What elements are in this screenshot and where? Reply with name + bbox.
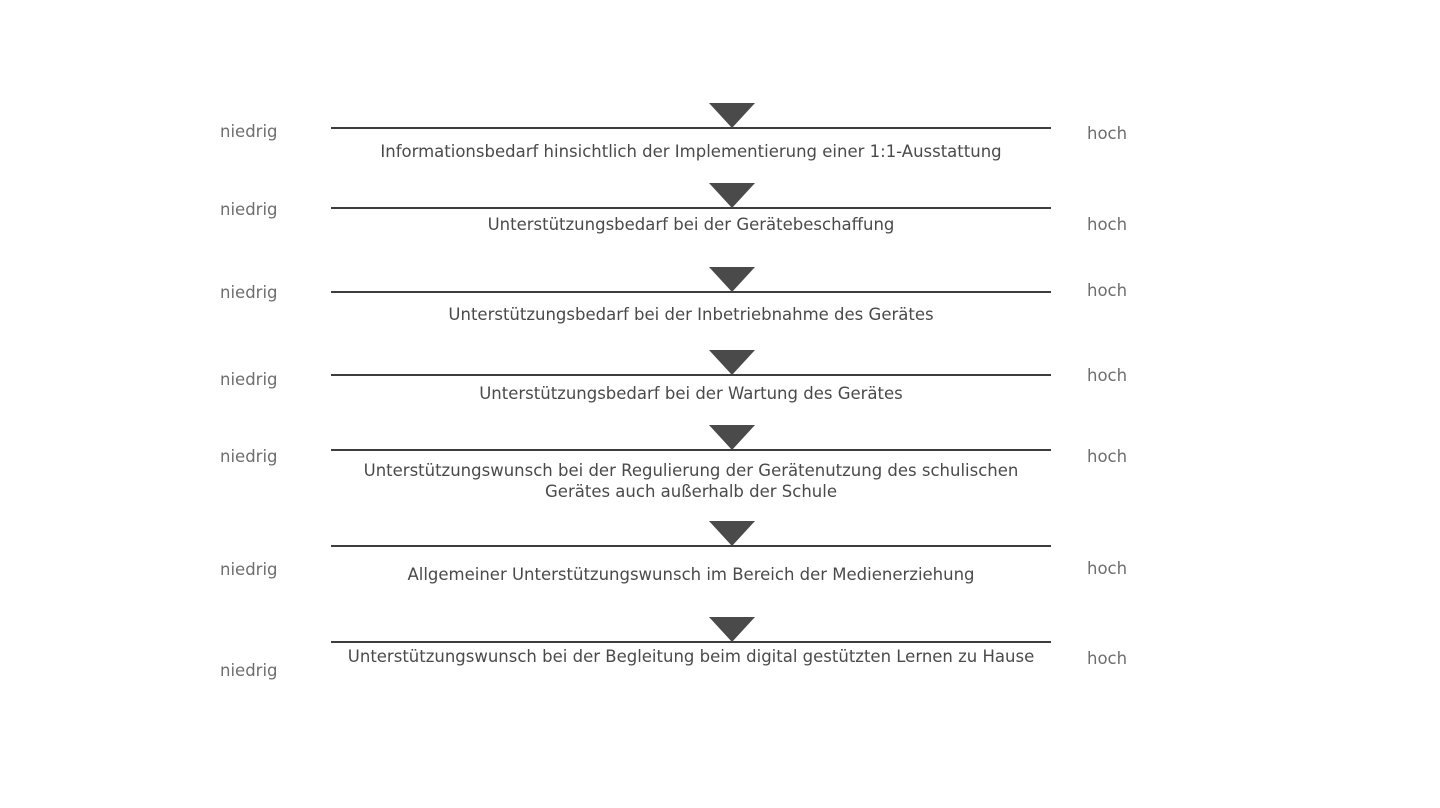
scale-high-label: hoch <box>1087 215 1128 234</box>
scale-marker-triangle-icon[interactable] <box>709 521 756 546</box>
scale-marker-triangle-icon[interactable] <box>709 267 756 292</box>
scale-low-label: niedrig <box>220 283 278 302</box>
scale-item-caption: Unterstützungsbedarf bei der Wartung des… <box>479 384 903 403</box>
scale-axis-line <box>331 127 1051 129</box>
scale-low-label: niedrig <box>220 200 278 219</box>
scale-low-label: niedrig <box>220 370 278 389</box>
scale-item-caption: Unterstützungswunsch bei der Begleitung … <box>347 647 1035 666</box>
scale-axis-line <box>331 374 1051 376</box>
scale-marker-triangle-icon[interactable] <box>709 425 756 450</box>
scale-axis-line <box>331 207 1051 209</box>
scale-marker-triangle-icon[interactable] <box>709 103 756 128</box>
scale-item-caption: Informationsbedarf hinsichtlich der Impl… <box>380 142 1002 161</box>
scale-marker-triangle-icon[interactable] <box>709 183 756 208</box>
scale-item-caption: Unterstützungsbedarf bei der Gerätebesch… <box>487 215 895 234</box>
scale-low-label: niedrig <box>220 661 278 680</box>
scale-item-caption: Unterstützungsbedarf bei der Inbetriebna… <box>448 305 934 324</box>
scale-high-label: hoch <box>1087 366 1128 385</box>
scale-high-label: hoch <box>1087 559 1128 578</box>
scale-item-caption: Unterstützungswunsch bei der Regulierung… <box>363 461 1019 501</box>
scale-high-label: hoch <box>1087 124 1128 143</box>
scale-low-label: niedrig <box>220 122 278 141</box>
scale-axis-line <box>331 449 1051 451</box>
scale-item-caption: Allgemeiner Unterstützungswunsch im Bere… <box>407 565 975 584</box>
scale-marker-triangle-icon[interactable] <box>709 350 756 375</box>
scale-axis-line <box>331 641 1051 643</box>
scale-marker-triangle-icon[interactable] <box>709 617 756 642</box>
scale-high-label: hoch <box>1087 447 1128 466</box>
scale-axis-line <box>331 545 1051 547</box>
scale-high-label: hoch <box>1087 281 1128 300</box>
scale-low-label: niedrig <box>220 560 278 579</box>
scale-axis-line <box>331 291 1051 293</box>
scale-low-label: niedrig <box>220 447 278 466</box>
scale-high-label: hoch <box>1087 649 1128 668</box>
